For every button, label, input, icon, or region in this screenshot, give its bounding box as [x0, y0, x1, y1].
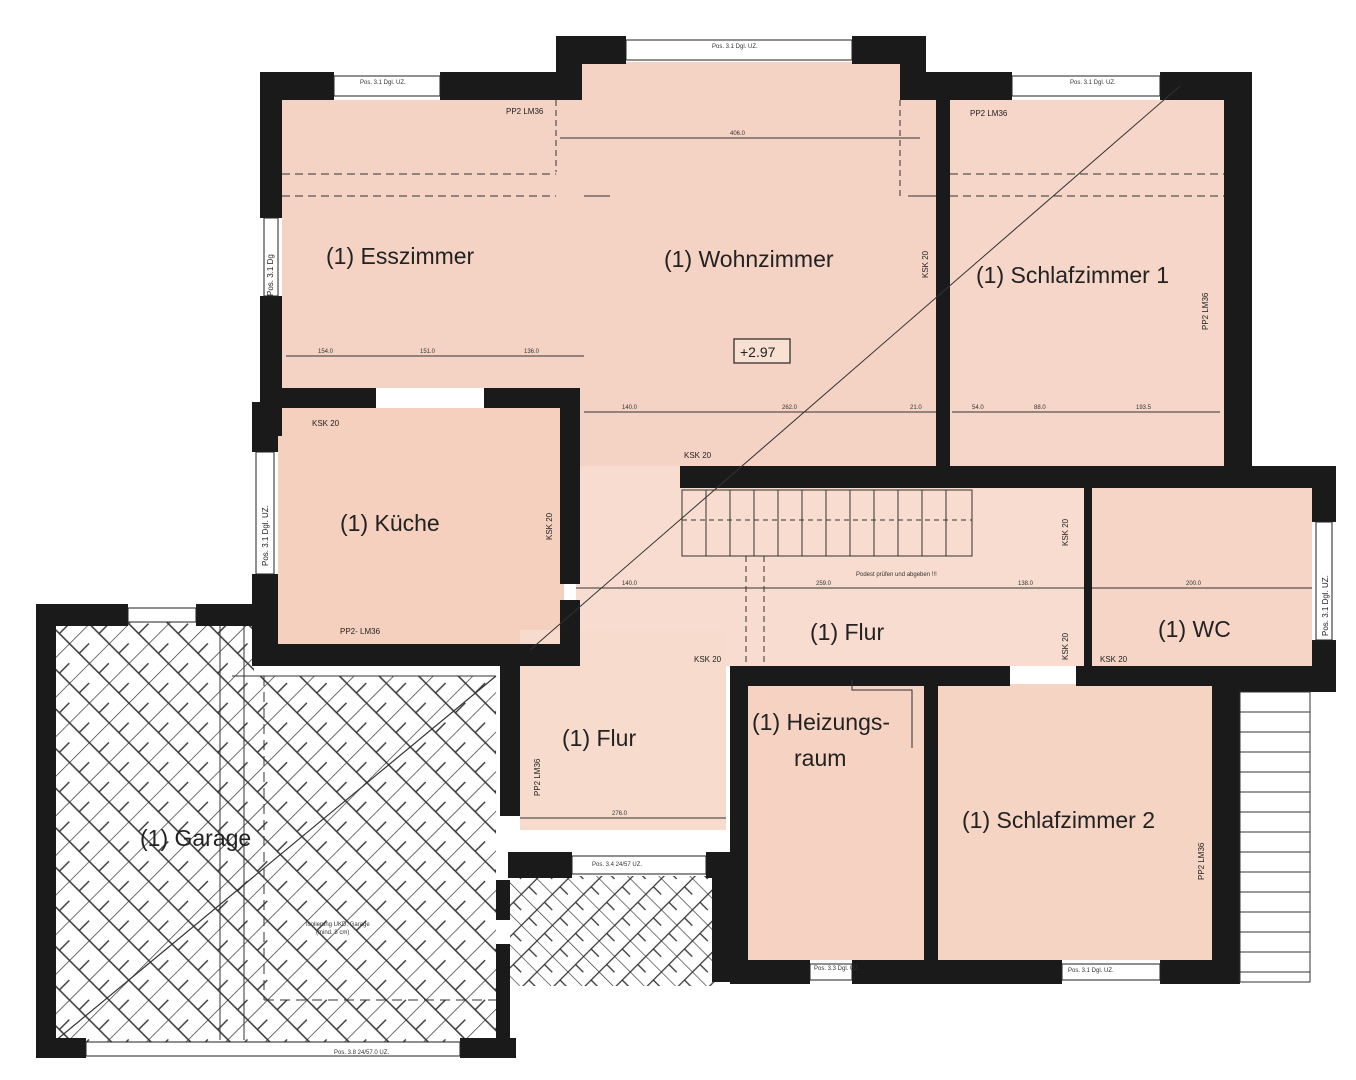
dimension-151: 151.0 — [420, 349, 436, 355]
dimension-138: 138.0 — [1018, 581, 1034, 587]
dimension-21: 21.0 — [910, 405, 922, 411]
annotation-pp2-lm36-sz1: PP2 LM36 — [970, 109, 1008, 118]
level-marker-text: +2.97 — [740, 344, 776, 360]
windows — [85, 39, 1333, 1057]
dimensions: 406.0 154.0 151.0 136.0 140.0 262.0 21.0… — [318, 131, 1202, 817]
dimension-193: 193.5 — [1136, 405, 1152, 411]
room-label-wohnzimmer: (1) Wohnzimmer — [664, 246, 834, 272]
annotation-pos38: Pos. 3.8 24/57.0 UZ. — [334, 1050, 389, 1056]
annotation-ksk20-kueche: KSK 20 — [312, 419, 340, 428]
room-label-heizungsraum-line1: (1) Heizungs- — [752, 709, 890, 735]
room-label-schlafzimmer-1: (1) Schlafzimmer 1 — [976, 262, 1169, 288]
dimension-200: 200.0 — [1186, 581, 1202, 587]
dimension-88: 88.0 — [1034, 405, 1046, 411]
room-label-schlafzimmer-2: (1) Schlafzimmer 2 — [962, 807, 1155, 833]
dimension-262: 262.0 — [782, 405, 798, 411]
annotation-pos33: Pos. 3.3 Dgl. UZ. — [814, 966, 860, 972]
dimension-54: 54.0 — [972, 405, 984, 411]
annotation-pos31-dgl-kueche: Pos. 3.1 Dgl. UZ. — [261, 505, 270, 566]
annotation-pos34: Pos. 3.4 24/57 UZ. — [592, 862, 642, 868]
floor-fills — [278, 62, 1312, 960]
annotation-ksk20-corridor: KSK 20 — [684, 451, 712, 460]
annotation-pp2-kueche: PP2- LM36 — [340, 627, 381, 636]
room-label-kueche: (1) Küche — [340, 510, 440, 536]
annotation-ksk20-wc: KSK 20 — [1100, 655, 1128, 664]
annotation-ksk20-wc-vertical-2: KSK 20 — [1061, 632, 1070, 660]
annotation-pos31-sz2: Pos. 3.1 Dgl. UZ. — [1068, 968, 1114, 974]
annotation-stair-note: Podest prüfen und abgeben !!! — [856, 572, 937, 578]
dimension-259: 259.0 — [816, 581, 832, 587]
room-label-esszimmer: (1) Esszimmer — [326, 243, 475, 269]
annotation-pos31-dg: Pos. 3.1 Dg — [266, 254, 275, 296]
annotation-pp2-sz2-vertical: PP2 LM36 — [1197, 842, 1206, 880]
annotation-pos31-sz1: Pos. 3.1 Dgl. UZ. — [1070, 80, 1116, 86]
annotations: PP2 LM36 PP2 LM36 KSK 20 KSK 20 KSK 20 K… — [261, 44, 1330, 1056]
dimension-276: 276.0 — [612, 811, 628, 817]
annotation-isolation-2: (mind. 8 cm) — [316, 930, 349, 936]
room-label-garage: (1) Garage — [140, 825, 251, 851]
annotation-pos31-ess: Pos. 3.1 Dgl. UZ. — [360, 80, 406, 86]
room-label-flur-lower: (1) Flur — [562, 725, 636, 751]
walls — [36, 36, 1336, 1058]
annotation-ksk20-wohn-vertical: KSK 20 — [921, 250, 930, 278]
dimension-154: 154.0 — [318, 349, 334, 355]
annotation-ksk20-kueche-vertical: KSK 20 — [545, 512, 554, 540]
annotation-ksk20-flur: KSK 20 — [694, 655, 722, 664]
annotation-pos31-bay: Pos. 3.1 Dgl. UZ. — [712, 44, 758, 50]
room-label-heizungsraum-line2: raum — [794, 745, 846, 771]
dimension-136: 136.0 — [524, 349, 540, 355]
dimension-406: 406.0 — [730, 131, 746, 137]
outside-steps — [1240, 711, 1310, 973]
annotation-pp2-sz1-vertical: PP2 LM36 — [1201, 292, 1210, 330]
annotation-ksk20-wc-vertical: KSK 20 — [1061, 518, 1070, 546]
garage-area — [53, 618, 716, 1043]
room-label-flur-upper: (1) Flur — [810, 619, 884, 645]
room-label-wc: (1) WC — [1158, 616, 1231, 642]
dimension-140-top: 140.0 — [622, 405, 638, 411]
level-marker: +2.97 — [733, 338, 791, 364]
interior-lines — [219, 85, 1312, 1040]
annotation-pos31-dgl-wc: Pos. 3.1 Dgl. UZ. — [1321, 575, 1330, 636]
annotation-pp2-flur-vertical: PP2 LM36 — [533, 758, 542, 796]
dimension-140-bottom: 140.0 — [622, 581, 638, 587]
annotation-isolation: Isolierung UKD. Garage — [306, 922, 370, 928]
annotation-pp2-lm36: PP2 LM36 — [506, 107, 544, 116]
room-labels: (1) Esszimmer (1) Wohnzimmer (1) Schlafz… — [140, 243, 1231, 851]
